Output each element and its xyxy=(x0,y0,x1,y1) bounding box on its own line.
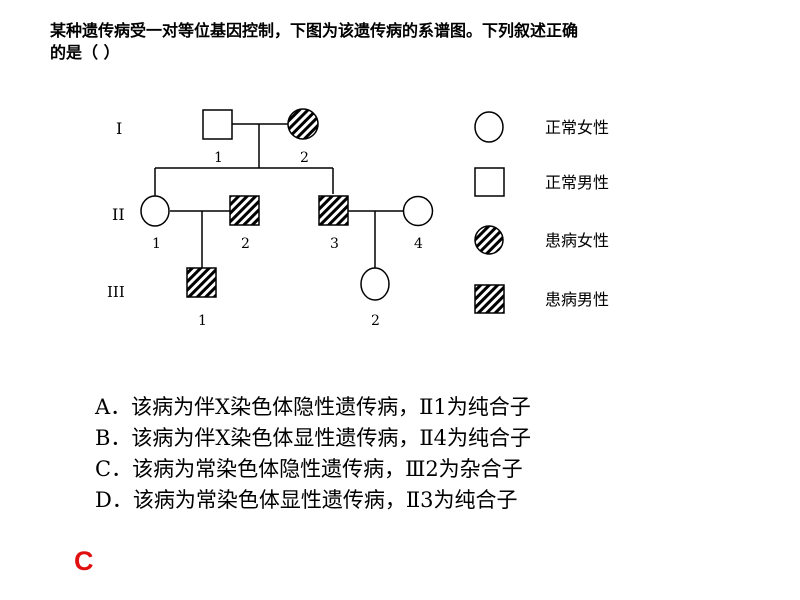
legend-normal-male-label: 正常男性 xyxy=(545,173,609,192)
individual-II4-label: 4 xyxy=(414,236,423,252)
individual-II3-label: 3 xyxy=(330,236,339,252)
question-line-1: 某种遗传病受一对等位基因控制，下图为该遗传病的系谱图。下列叙述正确 xyxy=(50,21,579,40)
answer-key: C xyxy=(74,546,94,576)
individual-III2-label: 2 xyxy=(371,313,380,329)
individual-III1-label: 1 xyxy=(198,313,207,329)
individual-I1-normal-male xyxy=(202,109,233,140)
question-line-2: 的是（ ） xyxy=(50,43,120,62)
option-c[interactable]: C．该病为常染色体隐性遗传病，Ⅲ2为杂合子 xyxy=(95,457,523,481)
individual-II2-label: 2 xyxy=(241,236,250,252)
option-b[interactable]: B．该病为伴X染色体显性遗传病，Ⅱ4为纯合子 xyxy=(95,426,532,450)
legend-affected-female-label: 患病女性 xyxy=(545,231,609,250)
individual-II2-affected-male xyxy=(229,195,260,226)
generation-label-I: I xyxy=(116,119,122,138)
option-d[interactable]: D．该病为常染色体显性遗传病，Ⅱ3为纯合子 xyxy=(95,488,518,512)
question-text: 某种遗传病受一对等位基因控制，下图为该遗传病的系谱图。下列叙述正确 的是（ ） xyxy=(50,20,740,64)
legend-affected-female-symbol xyxy=(474,225,504,255)
generation-label-III: III xyxy=(107,283,125,301)
pedigree-legend: 正常女性 正常男性 患病女性 患病男性 xyxy=(474,111,609,314)
individual-II1-label: 1 xyxy=(152,236,161,252)
legend-normal-female-symbol xyxy=(474,111,504,143)
pedigree-diagram: I II III 1 2 1 2 3 4 1 2 正常女性 正常男性 患病女性 … xyxy=(107,108,609,329)
individual-II3-affected-male xyxy=(318,195,349,226)
individual-III2-normal-female xyxy=(360,267,390,301)
legend-affected-male-symbol xyxy=(474,284,505,314)
pedigree-lines xyxy=(154,123,404,268)
answer-options: A．该病为伴X染色体隐性遗传病，Ⅱ1为纯合子 B．该病为伴X染色体显性遗传病，Ⅱ… xyxy=(95,392,531,516)
individual-II1-normal-female xyxy=(140,195,170,227)
individual-III1-affected-male xyxy=(186,267,217,298)
legend-normal-female-label: 正常女性 xyxy=(545,118,609,137)
option-a[interactable]: A．该病为伴X染色体隐性遗传病，Ⅱ1为纯合子 xyxy=(95,395,531,419)
individual-II4-normal-female xyxy=(402,195,434,227)
individual-I2-label: 2 xyxy=(300,150,309,166)
generation-label-II: II xyxy=(112,205,125,224)
individual-I2-affected-female xyxy=(287,108,319,140)
legend-affected-male-label: 患病男性 xyxy=(545,290,609,309)
individual-I1-label: 1 xyxy=(214,150,223,166)
legend-normal-male-symbol xyxy=(474,167,505,197)
